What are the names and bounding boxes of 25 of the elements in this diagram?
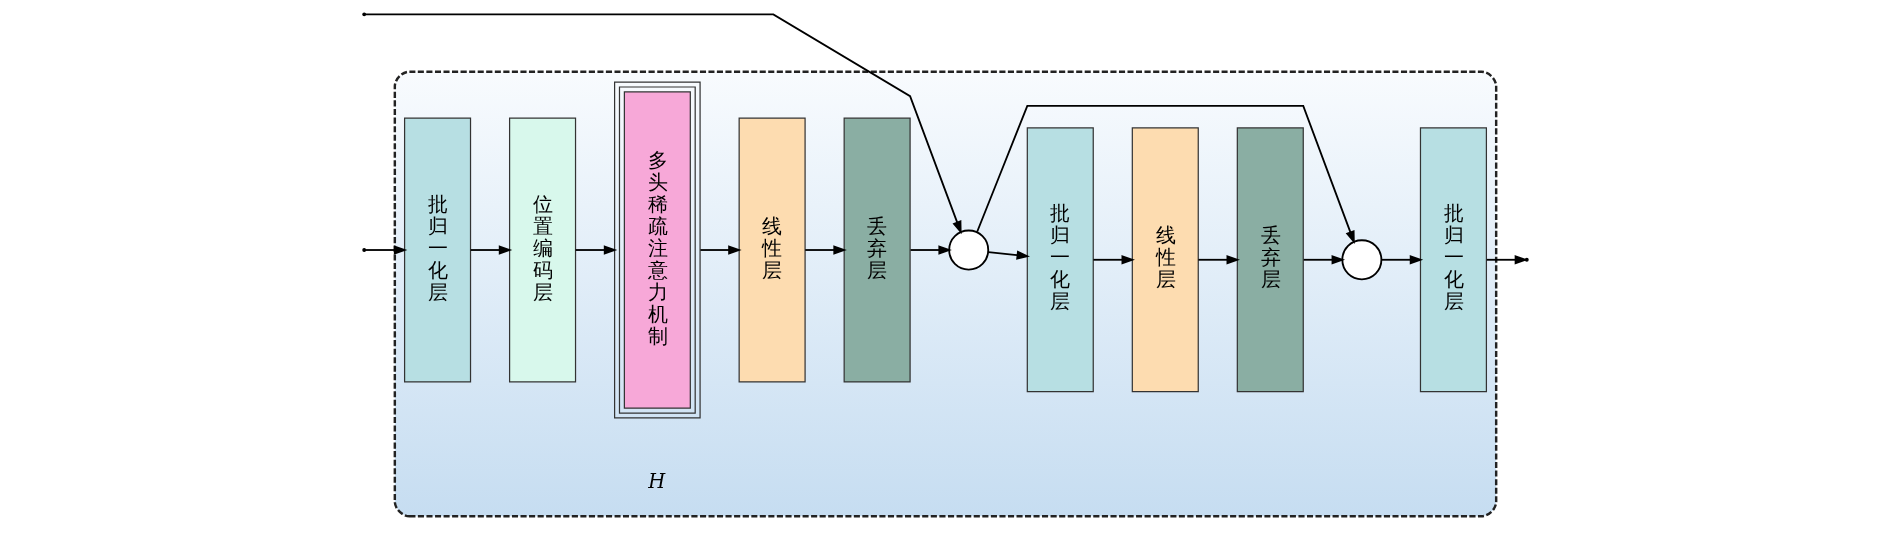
arrow	[364, 13, 962, 235]
arrow	[469, 245, 512, 255]
node-box: 批归一化层	[403, 117, 471, 383]
arrow	[986, 250, 1030, 260]
arrow	[698, 245, 742, 255]
arrow	[1380, 255, 1423, 265]
node-box: 位置编码层	[508, 117, 576, 383]
node-box: 多头稀疏注意力机制	[613, 81, 701, 419]
node-box: 丢弃层	[1236, 127, 1304, 393]
arrow	[1197, 255, 1240, 265]
node-circle	[947, 229, 989, 271]
arrow	[909, 245, 952, 255]
node-circle	[1340, 239, 1382, 281]
node-label: H	[647, 469, 665, 493]
arrow	[574, 245, 617, 255]
arrow	[1302, 255, 1345, 265]
node-box: 线性层	[738, 117, 806, 383]
node-box: 线性层	[1131, 127, 1199, 393]
node-box: 批归一化层	[1419, 127, 1487, 393]
arrow	[975, 105, 1355, 245]
arrow	[1091, 255, 1135, 265]
arrow	[803, 245, 847, 255]
node-box: 丢弃层	[843, 117, 911, 383]
arrow	[364, 245, 407, 255]
node-box: 批归一化层	[1026, 127, 1094, 393]
